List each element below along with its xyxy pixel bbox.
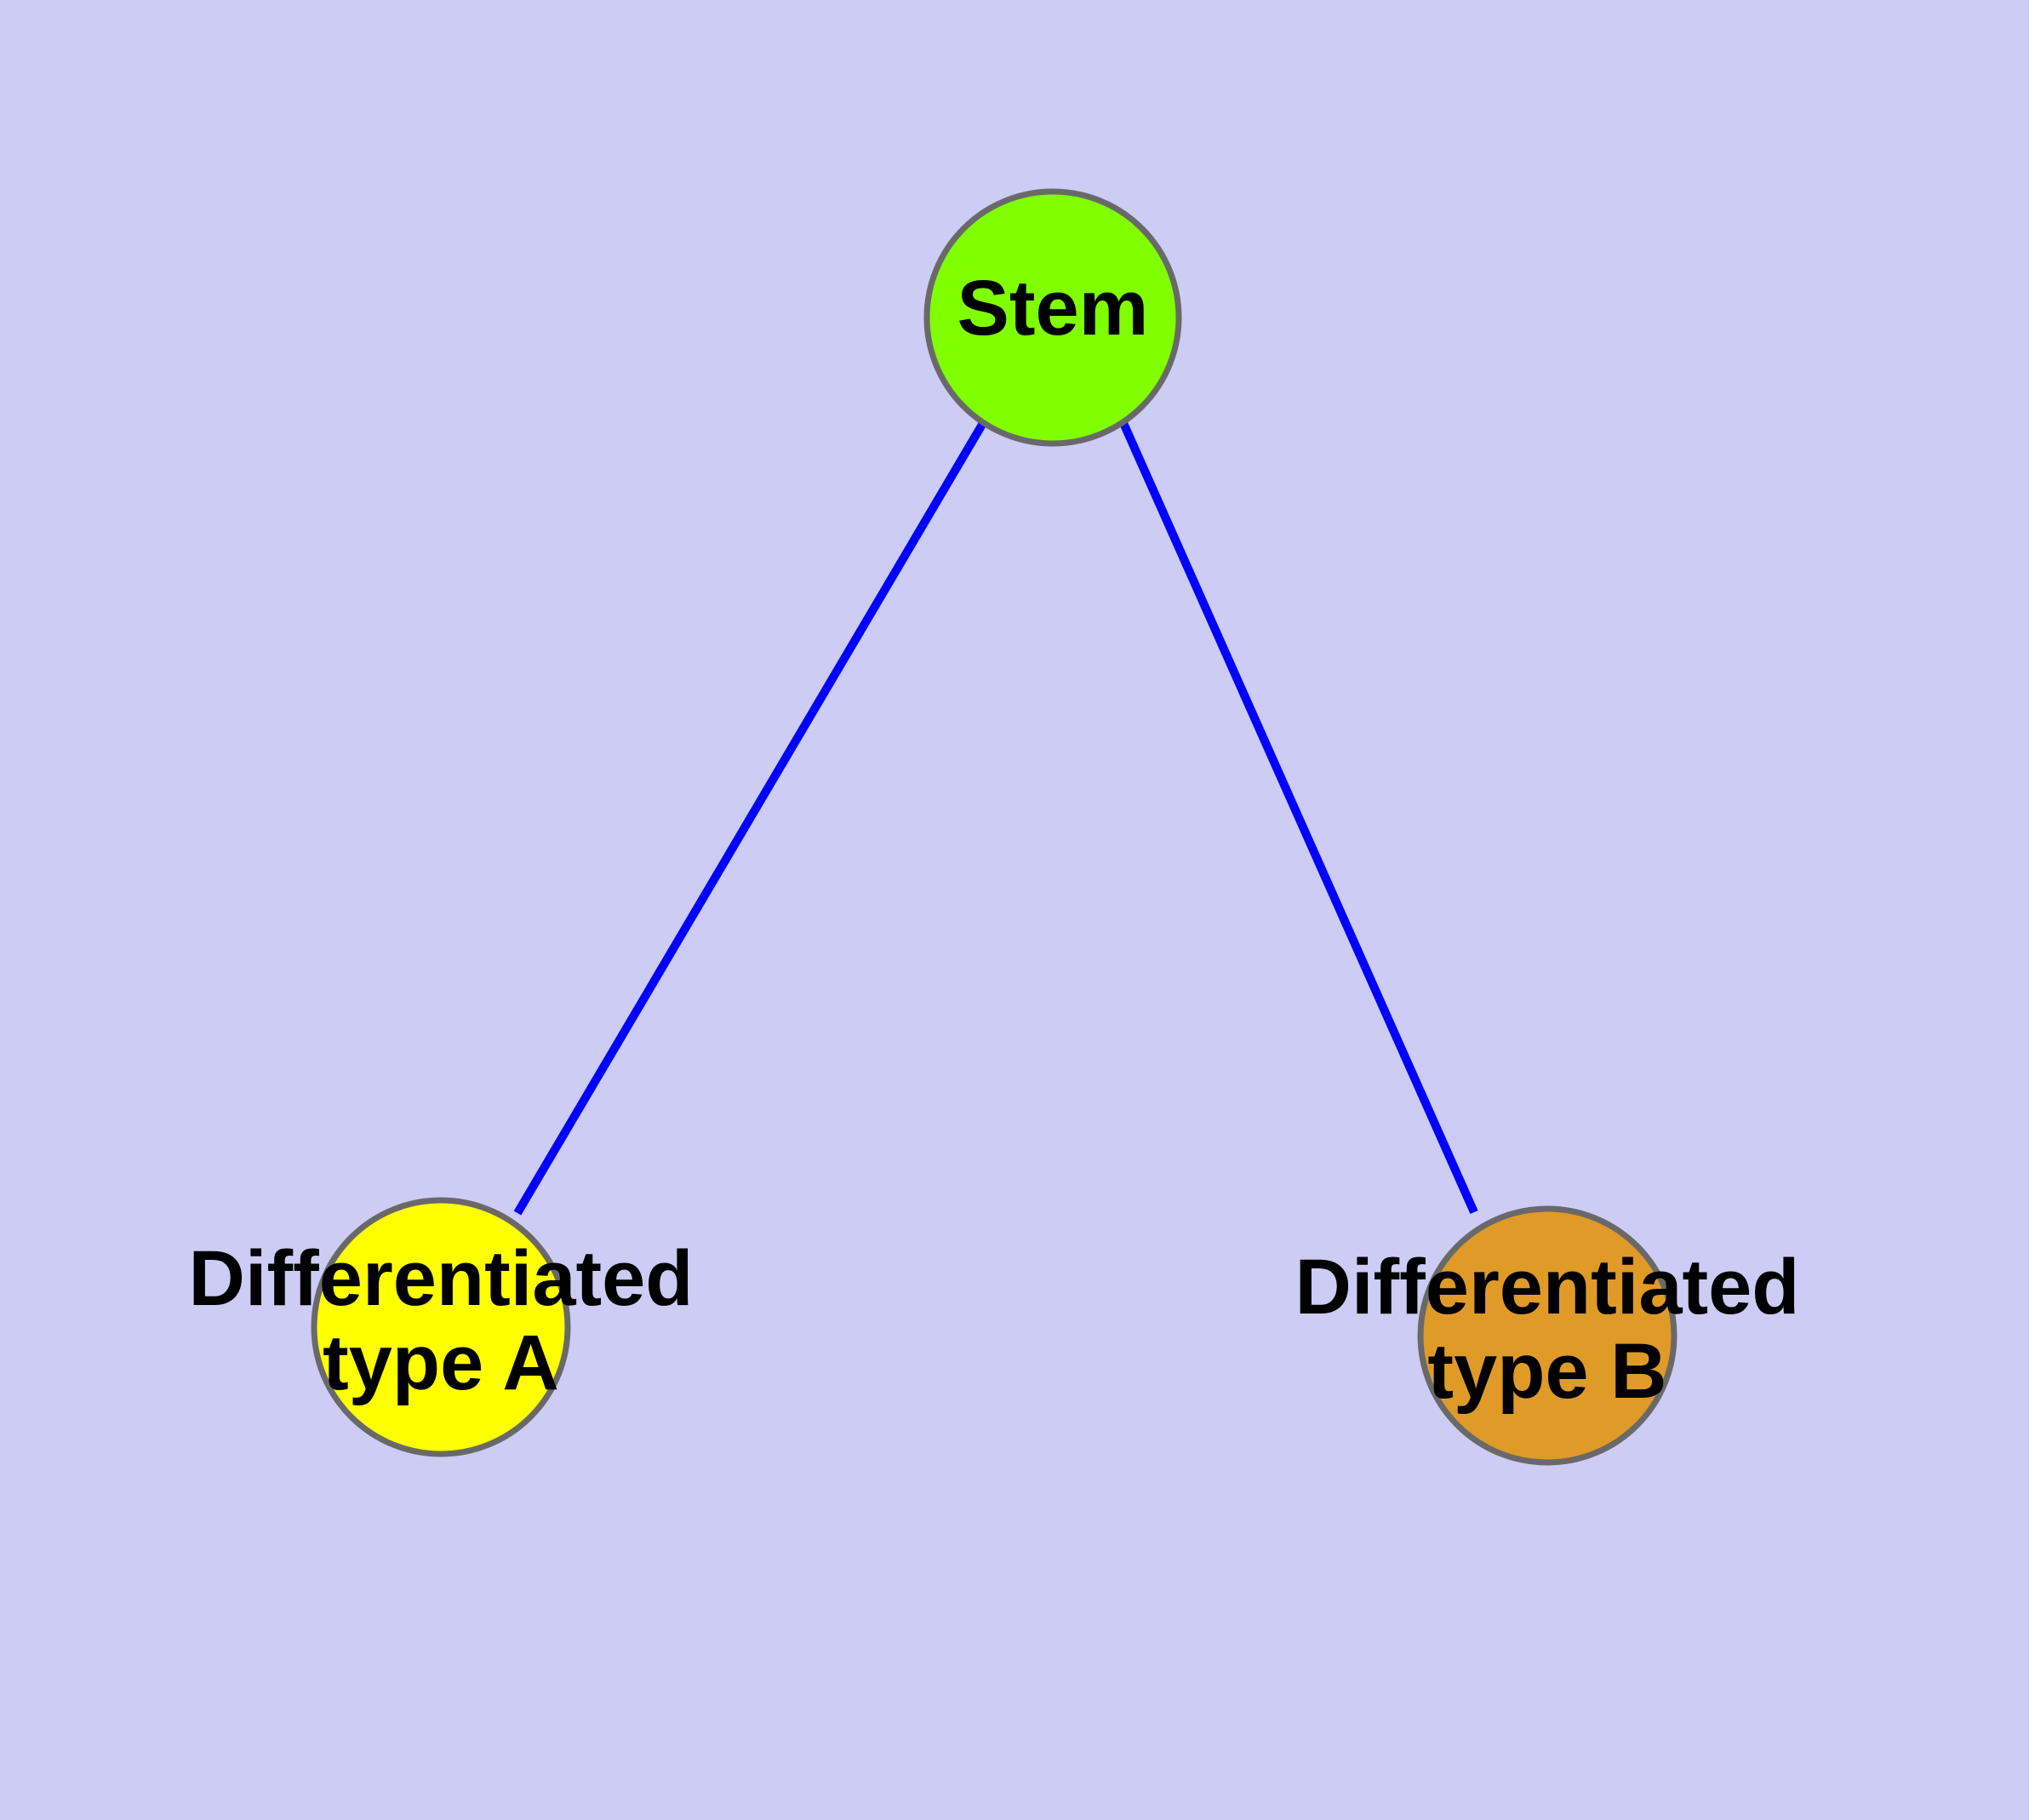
node-diff-a[interactable] xyxy=(311,1197,571,1457)
node-diff-b[interactable] xyxy=(1417,1205,1677,1466)
edge-stem-to-diff-b[interactable] xyxy=(1119,421,1478,1215)
edge-layer xyxy=(513,421,1478,1216)
node-layer xyxy=(311,188,1677,1466)
edge-stem-to-diff-a[interactable] xyxy=(513,421,987,1216)
node-stem[interactable] xyxy=(923,188,1182,447)
